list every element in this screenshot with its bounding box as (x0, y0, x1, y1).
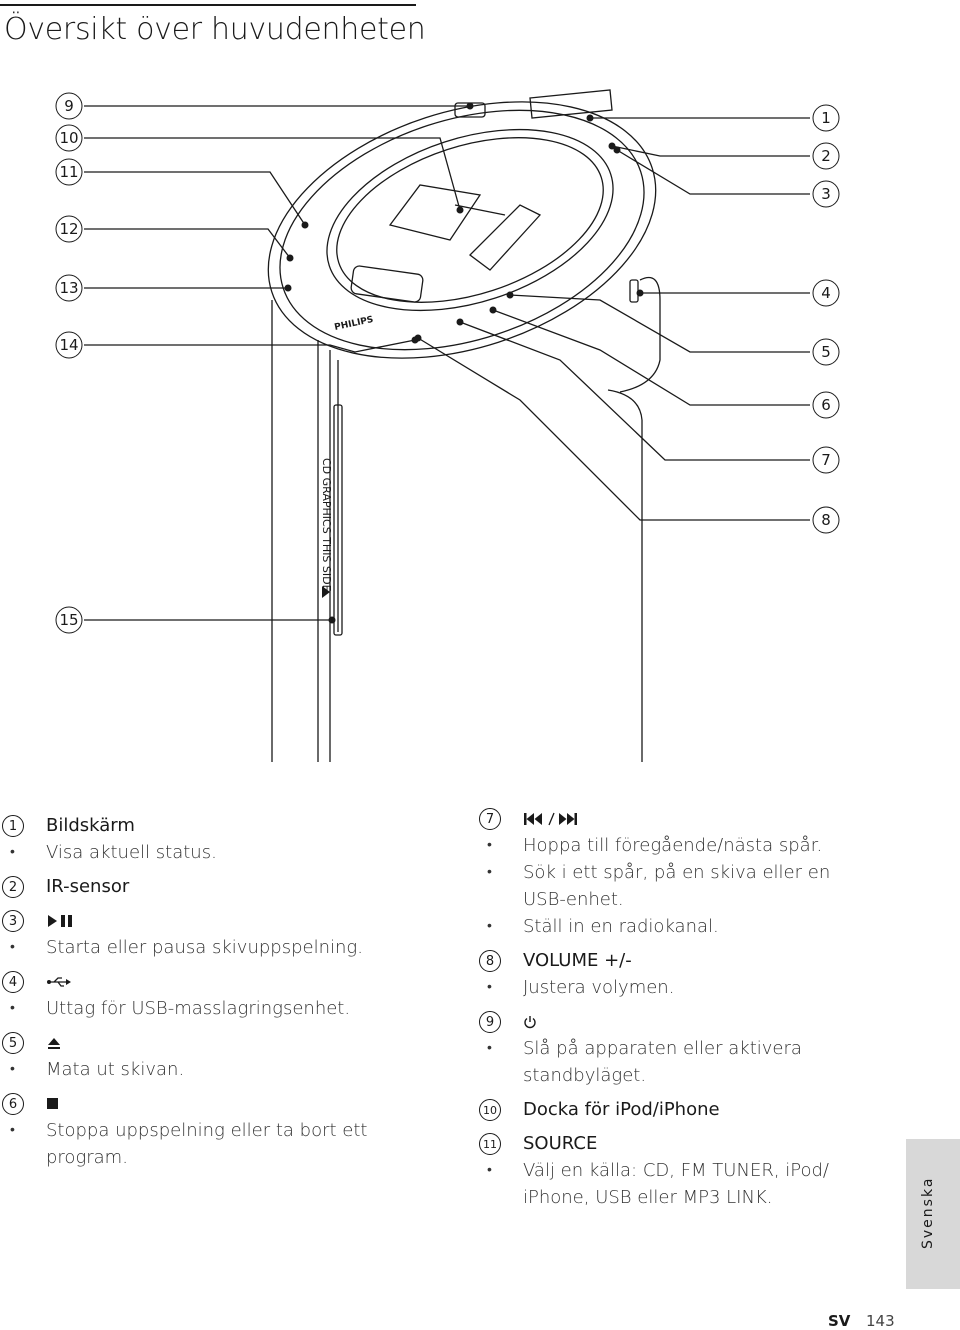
legend-right-column: 7 Hoppa till föregående/nästa spår. Sök … (479, 805, 899, 1211)
legend-item-8: 8 VOLUME +/- (479, 947, 899, 974)
callout-1: 1 (821, 109, 831, 127)
play-pause-icon (48, 915, 72, 927)
callouts-left: 9 10 11 12 13 14 15 (55, 92, 83, 634)
footer-language: SV (828, 1312, 851, 1330)
legend-bullet: Uttag för USB-masslagringsenhet. (2, 995, 432, 1022)
legend-item-11: 11 SOURCE (479, 1130, 899, 1157)
legend-item-7: 7 (479, 805, 899, 832)
callout-11: 11 (59, 163, 78, 181)
callout-15: 15 (59, 611, 78, 629)
legend-item-10: 10 Docka för iPod/iPhone (479, 1096, 899, 1123)
legend-bullet: Starta eller pausa skivuppspelning. (2, 934, 432, 961)
legend-left-column: 1 Bildskärm Visa aktuell status. 2 IR-se… (2, 812, 432, 1171)
legend-bullet-cont: iPhone, USB eller MP3 LINK. (523, 1187, 773, 1208)
legend-bullet: Stoppa uppspelning eller ta bort ett (2, 1117, 432, 1144)
legend-item-2: 2 IR-sensor (2, 873, 432, 900)
legend-bullet: Hoppa till föregående/nästa spår. (479, 832, 899, 859)
legend-bullet: Sök i ett spår, på en skiva eller en (479, 859, 899, 886)
legend-bullet-cont: USB-enhet. (523, 889, 624, 910)
legend-item-6: 6 (2, 1090, 432, 1117)
title-rule (0, 4, 416, 6)
legend-bullet: Mata ut skivan. (2, 1056, 432, 1083)
callout-14: 14 (59, 336, 78, 354)
legend-bullet: Ställ in en radiokanal. (479, 913, 899, 940)
stop-icon (47, 1098, 58, 1109)
page-title: Översikt över huvudenheten (4, 12, 426, 47)
legend-item-5: 5 (2, 1029, 432, 1056)
device-diagram: CD GRAPHICS THIS SIDE PHILIPS 9 10 11 12… (55, 89, 840, 762)
legend-item-4: 4 (2, 968, 432, 995)
callout-10: 10 (59, 129, 78, 147)
prev-next-icon (524, 812, 577, 826)
language-side-tab: Svenska (906, 1139, 960, 1289)
callout-7: 7 (821, 451, 831, 469)
callouts-right: 1 2 3 4 5 6 7 8 (812, 104, 840, 534)
callout-4: 4 (821, 284, 831, 302)
legend-bullet-cont: standbyläget. (523, 1065, 647, 1086)
callout-2: 2 (821, 147, 831, 165)
page-number: 143 (866, 1312, 895, 1330)
legend-bullet-cont: program. (46, 1147, 128, 1168)
callout-5: 5 (821, 343, 831, 361)
legend-item-3: 3 (2, 907, 432, 934)
callout-3: 3 (821, 185, 831, 203)
legend-item-9: 9 (479, 1008, 899, 1035)
callout-12: 12 (59, 220, 78, 238)
legend-bullet: Slå på apparaten eller aktivera (479, 1035, 899, 1062)
power-icon (524, 1016, 536, 1029)
callout-9: 9 (64, 97, 74, 115)
callout-6: 6 (821, 396, 831, 414)
legend-bullet: Justera volymen. (479, 974, 899, 1001)
callout-8: 8 (821, 511, 831, 529)
legend-item-1: 1 Bildskärm (2, 812, 432, 839)
callout-13: 13 (59, 279, 78, 297)
brand-logo: PHILIPS (334, 315, 375, 333)
usb-icon (47, 977, 71, 987)
cd-graphics-label: CD GRAPHICS THIS SIDE (320, 458, 333, 592)
arrow-icon (322, 586, 330, 598)
eject-icon (48, 1038, 60, 1049)
legend-bullet: Visa aktuell status. (2, 839, 432, 866)
legend-bullet: Välj en källa: CD, FM TUNER, iPod/ (479, 1157, 899, 1184)
